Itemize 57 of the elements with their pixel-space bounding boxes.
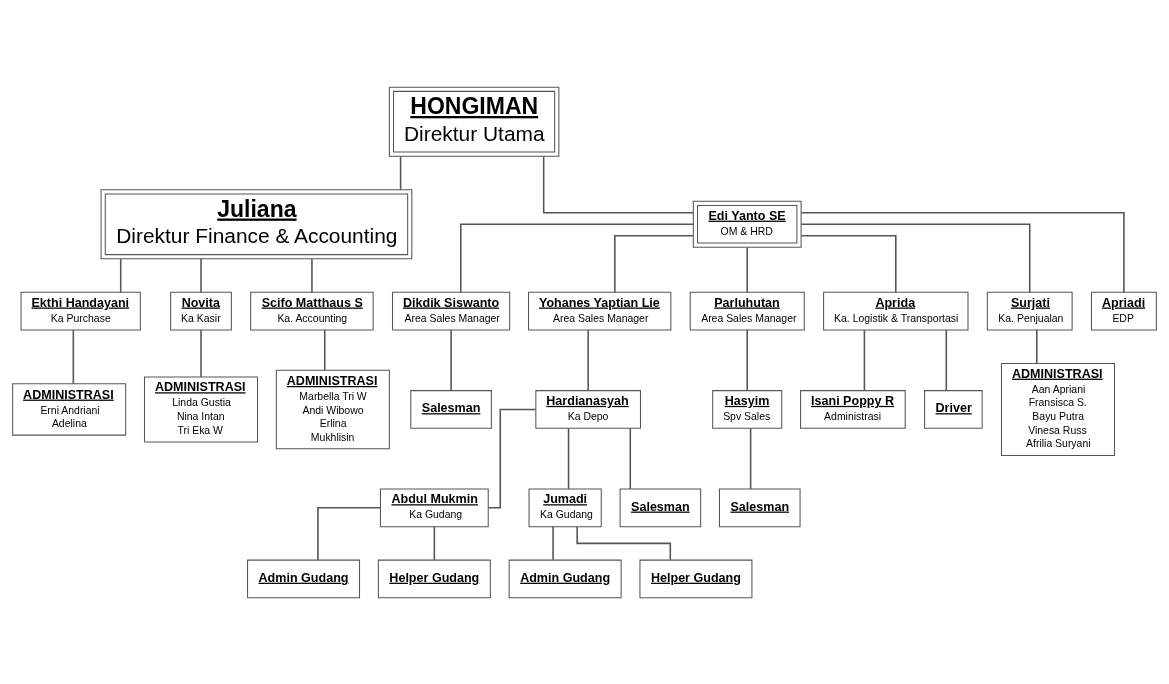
- node-box: Abdul Mukmin Ka Gudang: [379, 487, 489, 527]
- connector: [629, 427, 632, 490]
- connector: [800, 211, 1125, 293]
- connector: [200, 257, 202, 293]
- connector: [323, 328, 326, 371]
- node-box: Hardianasyah Ka Depo: [535, 389, 641, 429]
- connector: [552, 525, 554, 561]
- connector: [317, 506, 381, 561]
- node-box: Salesman: [410, 389, 492, 429]
- connector: [749, 427, 752, 490]
- connector: [800, 234, 897, 293]
- node-box: ADMINISTRASI Aan Apriani Fransisca S. Bayu Putra Vinesa Russ Afrilia Suryani: [1000, 362, 1115, 456]
- node-box: Admin Gudang: [508, 559, 622, 598]
- node-box: Dikdik Siswanto Area Sales Manager: [391, 291, 511, 330]
- connector: [399, 155, 402, 190]
- node-box: Aprida Ka. Logistik & Transportasi: [823, 291, 969, 330]
- node-box: ADMINISTRASI Linda Gustia Nina Intan Tri Eka W: [143, 376, 259, 442]
- connector: [746, 328, 748, 391]
- connector: [863, 328, 866, 391]
- connector: [119, 257, 122, 293]
- node-box: Scifo Matthaus S Ka. Accounting: [250, 291, 374, 330]
- node-box: Isani Poppy R Administrasi: [800, 389, 906, 429]
- node-box: Juliana Direktur Finance & Accounting: [100, 188, 413, 259]
- connector: [945, 328, 948, 391]
- node-box: Apriadi EDP: [1090, 291, 1157, 330]
- node-box: Ekthi Handayani Ka Purchase: [20, 291, 141, 330]
- connector: [567, 427, 570, 490]
- node-box: Salesman: [619, 487, 702, 527]
- node-box: Helper Gudang: [377, 559, 491, 598]
- node-box: HONGIMAN Direktur Utama: [388, 86, 560, 157]
- connector: [1036, 328, 1038, 364]
- node-box: Salesman: [718, 487, 801, 527]
- connector: [433, 525, 436, 561]
- node-box: Edi Yanto SE OM & HRD: [692, 200, 802, 248]
- connector: [487, 408, 537, 509]
- node-box: Jumadi Ka Gudang: [528, 487, 602, 527]
- connector: [311, 257, 313, 293]
- node-box: Helper Gudang: [639, 559, 753, 598]
- connector: [587, 328, 589, 391]
- connector: [576, 525, 672, 561]
- node-box: Driver: [924, 389, 983, 429]
- connector: [542, 155, 694, 214]
- connector: [746, 246, 748, 293]
- connector: [72, 328, 75, 384]
- connector: [614, 234, 694, 293]
- node-box: ADMINISTRASI Erni Andriani Adelina: [12, 382, 127, 436]
- connector: [460, 222, 694, 293]
- node-box: Parluhutan Area Sales Manager: [689, 291, 805, 330]
- node-box: Hasyim Spv Sales: [712, 389, 783, 429]
- connector: [800, 222, 1031, 293]
- node-box: Yohanes Yaptian Lie Area Sales Manager: [528, 291, 672, 330]
- node-box: Surjati Ka. Penjualan: [986, 291, 1073, 330]
- node-box: ADMINISTRASI Marbella Tri W Andi Wibowo Erlina Mukhlisin: [275, 369, 390, 449]
- connector: [200, 328, 202, 378]
- node-box: Admin Gudang: [247, 559, 361, 598]
- node-box: Novita Ka Kasir: [170, 291, 232, 330]
- connector: [450, 328, 452, 391]
